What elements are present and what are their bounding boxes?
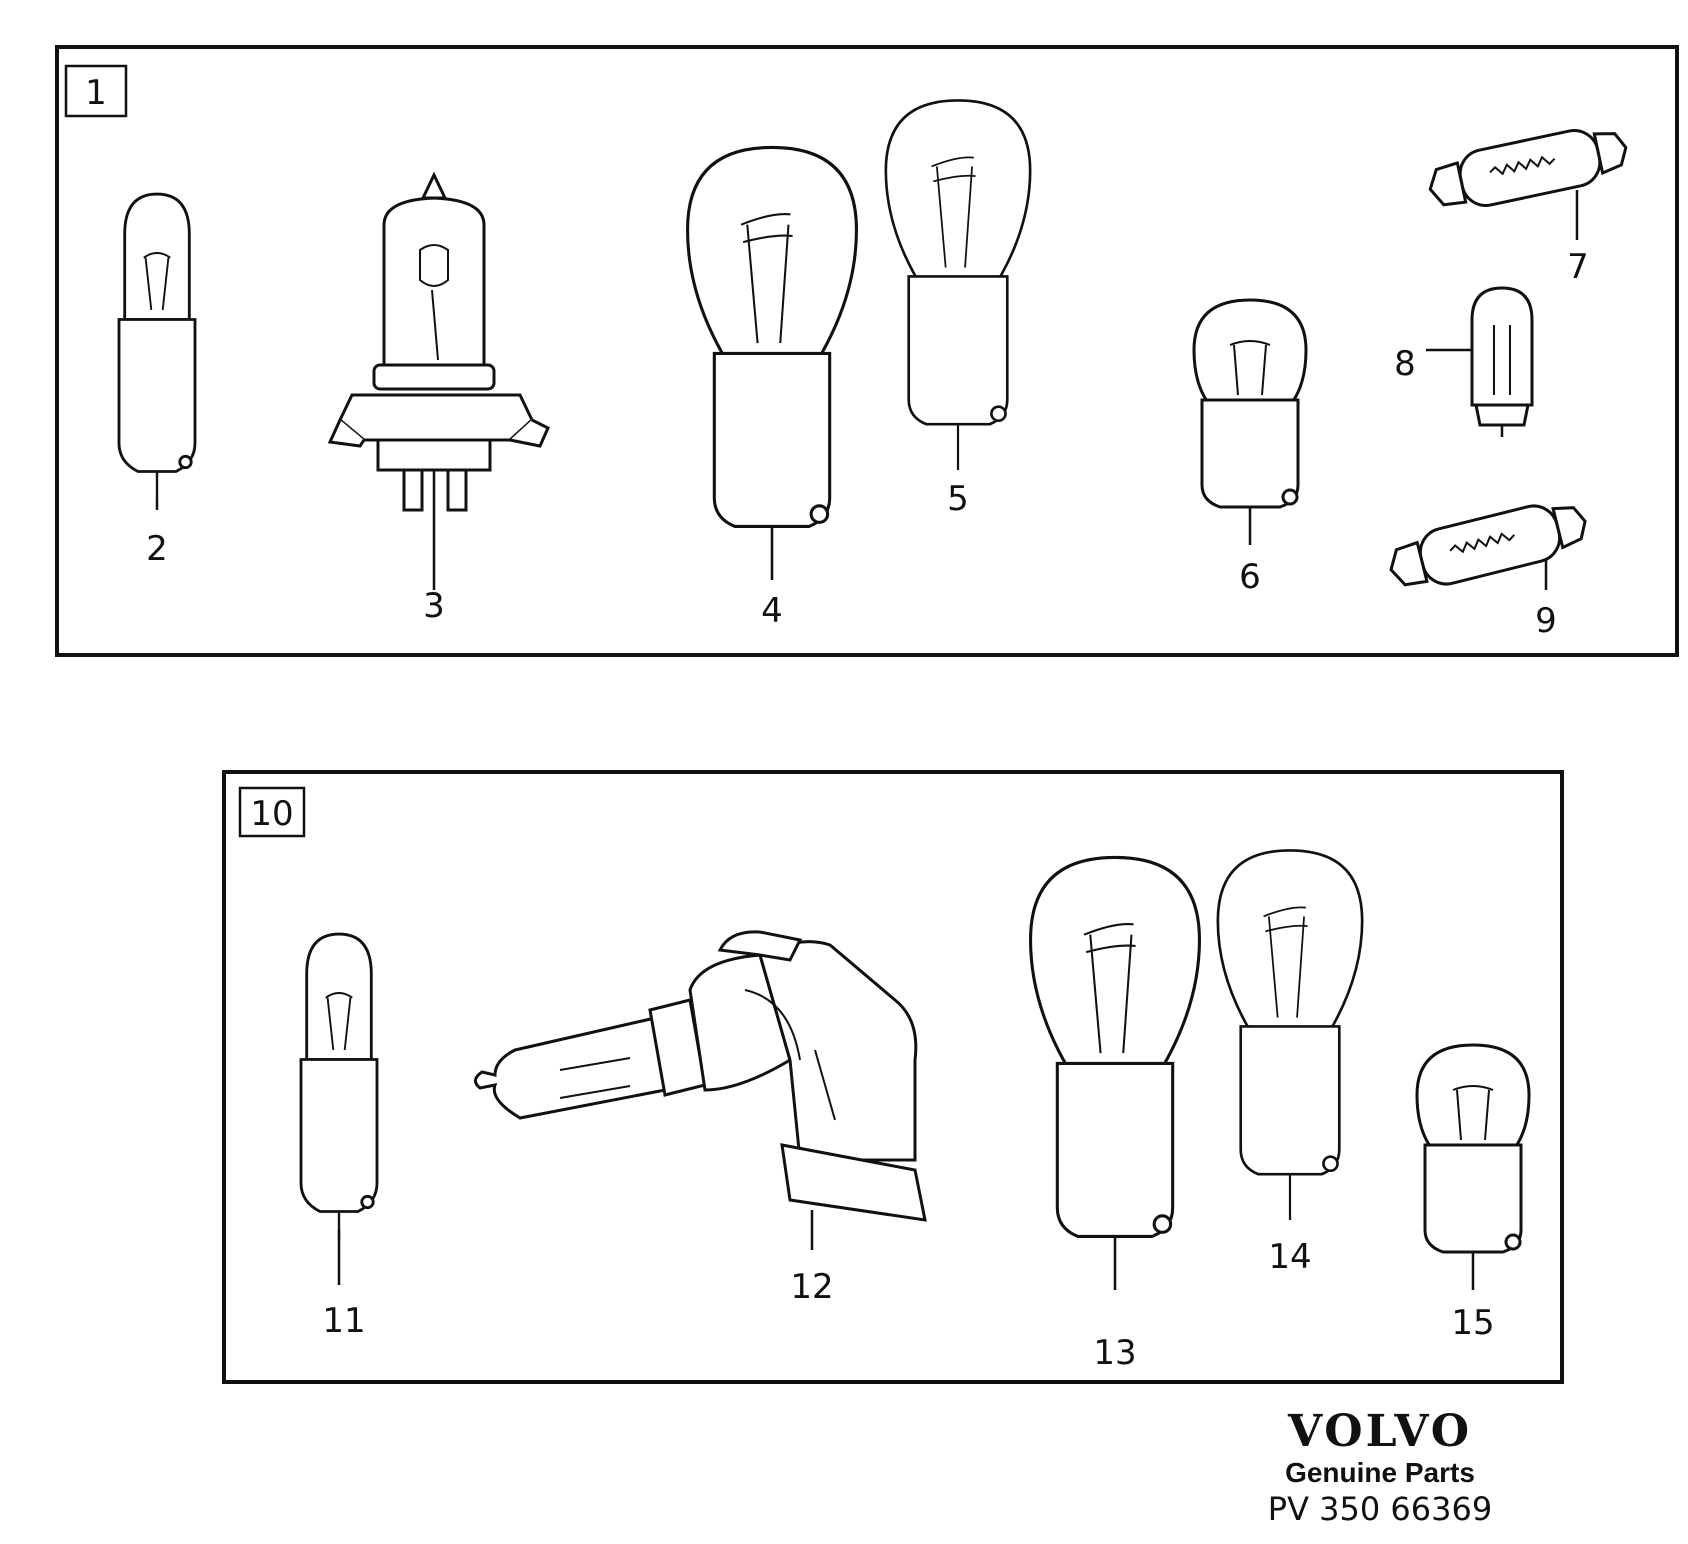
- large-bayonet-bulb-icon: [1216, 849, 1364, 1222]
- callout-14: 14: [1268, 1237, 1311, 1277]
- large-bayonet-bulb-icon: [685, 145, 859, 582]
- callout-13: 13: [1093, 1333, 1136, 1373]
- wedge-bulb-icon: [1470, 286, 1534, 437]
- h4-halogen-bulb-icon: [327, 171, 550, 512]
- panel-10-label-box: [238, 786, 306, 838]
- diagram-part-number: PV 350 66369: [1267, 1490, 1493, 1528]
- large-bayonet-bulb-icon: [1028, 855, 1202, 1292]
- halogen-bulb-with-angled-connector-icon: [474, 930, 927, 1222]
- festoon-bulb-icon: [1422, 118, 1634, 219]
- genuine-parts-tagline: Genuine Parts: [1285, 1457, 1475, 1488]
- callout-3: 3: [423, 586, 445, 626]
- volvo-brand-block: VOLVO Genuine Parts PV 350 66369: [1240, 1406, 1520, 1529]
- callout-2: 2: [146, 529, 168, 569]
- callout-11: 11: [322, 1301, 365, 1341]
- callout-8: 8: [1394, 344, 1416, 384]
- callout-9: 9: [1535, 601, 1557, 641]
- small-bayonet-bulb-icon: [299, 932, 379, 1242]
- callout-5: 5: [947, 479, 969, 519]
- panel-10-frame: [222, 770, 1564, 1384]
- callout-7: 7: [1567, 247, 1589, 287]
- festoon-bulb-icon: [1382, 492, 1594, 599]
- callout-12: 12: [790, 1267, 833, 1307]
- round-bayonet-bulb-icon: [1192, 298, 1308, 547]
- panel-10: 10 11 12 13 14: [222, 770, 1564, 1384]
- panel-10-label: 10: [250, 794, 293, 834]
- volvo-logo: VOLVO: [1287, 1406, 1473, 1457]
- large-bayonet-bulb-icon: [884, 99, 1032, 472]
- panel-1-frame: [55, 45, 1679, 657]
- callout-4: 4: [761, 591, 783, 631]
- round-bayonet-bulb-icon: [1415, 1043, 1531, 1292]
- panel-1-label-box: [64, 64, 128, 118]
- callout-15: 15: [1451, 1303, 1494, 1343]
- panel-1: 1 2 3 4 5: [55, 45, 1679, 657]
- small-bayonet-bulb-icon: [117, 192, 197, 502]
- callout-6: 6: [1239, 557, 1261, 597]
- panel-1-label: 1: [85, 73, 107, 113]
